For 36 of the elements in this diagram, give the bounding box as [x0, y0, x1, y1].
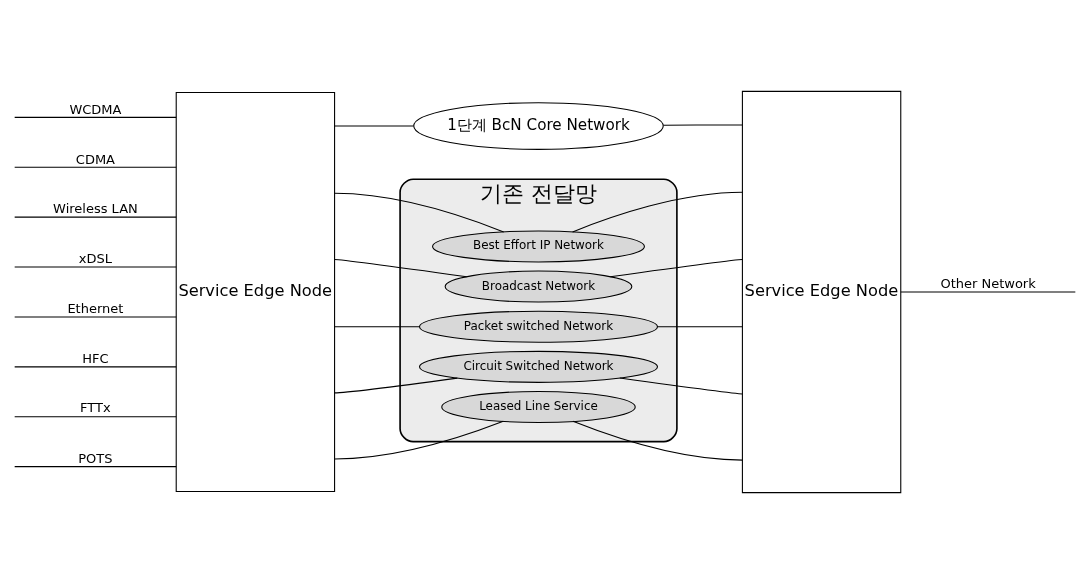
- node-ellipse: Packet switched Network: [418, 310, 658, 343]
- connector: [14, 316, 177, 318]
- node-ellipse: Circuit Switched Network: [418, 350, 658, 383]
- connector: [619, 377, 743, 395]
- connector: [14, 166, 177, 168]
- connector: [334, 258, 468, 278]
- connector: [14, 266, 177, 268]
- edge-label: HFC: [82, 351, 109, 367]
- edge-label: CDMA: [75, 151, 116, 167]
- edge-label: Ethernet: [67, 301, 124, 317]
- connector: [334, 125, 415, 127]
- node-box: Service Edge Node: [741, 90, 902, 494]
- edge-label: POTS: [78, 450, 113, 466]
- connector: [900, 291, 1076, 293]
- node-ellipse: 1단계 BcN Core Network: [413, 102, 664, 150]
- connector: [14, 466, 177, 468]
- connector: [657, 326, 743, 328]
- connector: [609, 258, 743, 278]
- node-ellipse: Leased Line Service: [441, 390, 636, 423]
- node-box: Service Edge Node: [175, 91, 336, 493]
- edge-label: xDSL: [78, 251, 113, 267]
- connector: [572, 191, 743, 233]
- edge-label: Wireless LAN: [53, 201, 138, 217]
- connector: [14, 216, 177, 218]
- connector: [662, 124, 743, 126]
- connector: [334, 192, 505, 233]
- connector: [14, 416, 177, 418]
- edge-label: WCDMA: [69, 101, 122, 117]
- connector: [334, 377, 458, 394]
- edge-label: Other Network: [940, 276, 1036, 292]
- node-ellipse: Best Effort IP Network: [432, 230, 645, 263]
- connector: [14, 116, 177, 118]
- connector: [334, 326, 420, 328]
- connector: [14, 366, 177, 368]
- node-ellipse: Broadcast Network: [444, 270, 633, 303]
- edge-label: FTTx: [80, 399, 111, 415]
